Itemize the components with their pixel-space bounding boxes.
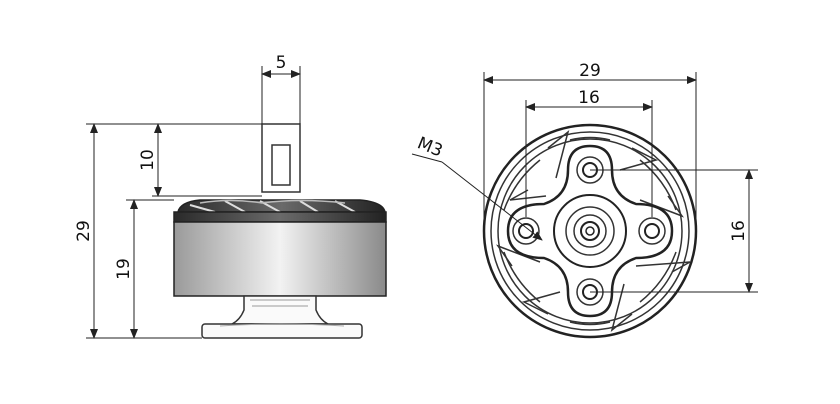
mount-hole-left — [512, 217, 540, 245]
mount-hole-right — [638, 217, 666, 245]
side-view: 5 10 29 19 — [74, 53, 387, 339]
dim-body-height-label: 19 — [114, 258, 134, 280]
dim-hole-spacing-vertical-label: 16 — [729, 220, 749, 242]
dim-shaft-width-label: 5 — [276, 53, 287, 73]
dim-total-height-label: 29 — [74, 220, 94, 242]
dim-hole-spacing-vertical: 16 — [590, 169, 758, 293]
shaft — [261, 123, 301, 193]
front-view: 29 16 16 M3 — [411, 61, 758, 339]
dim-screw-thread-label: M3 — [414, 133, 445, 161]
dim-outer-diameter-label: 29 — [579, 61, 601, 81]
motor-body — [173, 221, 387, 297]
mount-holes — [512, 156, 666, 306]
dim-shaft-height: 10 — [138, 123, 262, 197]
dim-shaft-width: 5 — [261, 53, 301, 124]
spokes — [495, 130, 691, 332]
motor-base — [201, 295, 363, 339]
dim-shaft-height-label: 10 — [138, 149, 158, 171]
motor-bell-top — [173, 199, 387, 223]
dim-hole-spacing-horizontal: 16 — [525, 88, 653, 217]
dim-body-height: 19 — [114, 199, 174, 339]
dim-total-height: 29 — [74, 123, 202, 339]
dim-outer-diameter: 29 — [483, 61, 697, 231]
dim-hole-spacing-horizontal-label: 16 — [578, 88, 600, 108]
center-hub — [553, 194, 627, 268]
